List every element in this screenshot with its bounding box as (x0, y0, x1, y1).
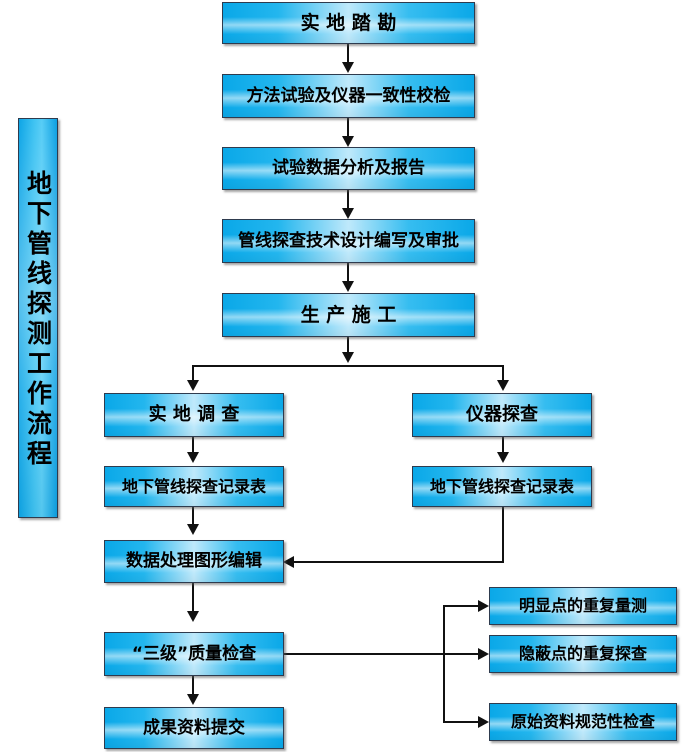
node-test-data-analysis-report[interactable]: 试验数据分析及报告 (222, 147, 475, 190)
arrowhead-n7-n9 (497, 452, 509, 463)
connector-n3-n4 (347, 190, 349, 214)
connector-split-left (192, 365, 194, 387)
connector-n9-feedback-horizontal (293, 561, 504, 563)
node-deliverable-submission[interactable]: 成果资料提交 (104, 707, 284, 749)
node-data-processing-graphic-editing[interactable]: 数据处理图形编辑 (104, 540, 284, 583)
arrowhead-n5-split (342, 352, 354, 363)
node-label: 管线探查技术设计编写及审批 (238, 230, 459, 251)
connector-n6-n8 (192, 437, 194, 457)
node-label: 隐蔽点的重复探查 (518, 644, 647, 664)
node-raw-data-compliance-check[interactable]: 原始资料规范性检查 (489, 703, 677, 741)
node-repeat-measurement-visible-points[interactable]: 明显点的重复量测 (489, 587, 677, 625)
arrowhead-n8-n10 (187, 524, 199, 535)
node-label: 地下管线探查记录表 (121, 476, 266, 496)
node-site-reconnaissance[interactable]: 实 地 踏 勘 (222, 2, 475, 44)
node-label: 数据处理图形编辑 (126, 551, 262, 572)
node-label: 成果资料提交 (143, 717, 245, 738)
node-instrument-detection[interactable]: 仪器探查 (412, 393, 592, 437)
connector-n2-n3 (347, 118, 349, 142)
connector-split-right (502, 365, 504, 387)
node-three-level-quality-check[interactable]: “三级”质量检查 (104, 632, 284, 676)
connector-fan-bottom (443, 721, 481, 723)
vertical-title-text: 地下管线探测工作流程 (23, 170, 53, 470)
arrowhead-feedback-to-n10 (283, 556, 294, 568)
node-label: 实 地 踏 勘 (300, 11, 397, 34)
arrowhead-split-left (187, 380, 199, 391)
node-method-test-instrument-calibration[interactable]: 方法试验及仪器一致性校检 (222, 74, 475, 118)
split-bar-horizontal (192, 365, 504, 367)
arrowhead-n11-n12 (187, 694, 199, 705)
arrowhead-n6-n8 (187, 452, 199, 463)
node-label: 原始资料规范性检查 (510, 712, 655, 732)
node-pipeline-survey-record-right[interactable]: 地下管线探查记录表 (412, 466, 592, 507)
node-pipeline-survey-record-left[interactable]: 地下管线探查记录表 (104, 466, 284, 507)
node-repeat-survey-hidden-points[interactable]: 隐蔽点的重复探查 (489, 635, 677, 673)
arrowhead-n10-n11 (187, 611, 199, 622)
arrowhead-to-n14 (478, 648, 489, 660)
arrowhead-n3-n4 (342, 208, 354, 219)
node-label: 方法试验及仪器一致性校检 (246, 85, 451, 106)
node-label: “三级”质量检查 (131, 643, 257, 664)
node-label: 仪器探查 (466, 404, 538, 426)
connector-n7-n9 (502, 437, 504, 457)
node-production-construction[interactable]: 生 产 施 工 (222, 293, 475, 337)
connector-n8-n10 (192, 507, 194, 529)
arrowhead-n4-n5 (342, 281, 354, 292)
node-label: 试验数据分析及报告 (272, 158, 425, 179)
arrowhead-n2-n3 (342, 136, 354, 147)
connector-n5-split-trunk (347, 337, 349, 359)
arrowhead-n1-n2 (342, 62, 354, 73)
arrowhead-split-right (497, 380, 509, 391)
vertical-title-bar: 地下管线探测工作流程 (18, 118, 58, 518)
connector-n1-n2 (347, 44, 349, 68)
connector-n10-n11 (192, 583, 194, 616)
node-label: 生 产 施 工 (300, 303, 397, 326)
connector-n9-feedback-vertical (502, 507, 504, 563)
node-field-investigation[interactable]: 实 地 调 查 (104, 393, 284, 437)
connector-n11-fan-main (283, 653, 481, 655)
node-label: 明显点的重复量测 (518, 596, 647, 616)
node-label: 实 地 调 查 (148, 404, 240, 426)
arrowhead-to-n13 (478, 600, 489, 612)
connector-fan-top (443, 605, 481, 607)
node-technical-design-approval[interactable]: 管线探查技术设计编写及审批 (222, 219, 475, 263)
arrowhead-to-n15 (478, 716, 489, 728)
connector-n4-n5 (347, 263, 349, 287)
connector-fan-trunk (443, 605, 445, 723)
connector-n11-n12 (192, 676, 194, 700)
node-label: 地下管线探查记录表 (429, 476, 574, 496)
